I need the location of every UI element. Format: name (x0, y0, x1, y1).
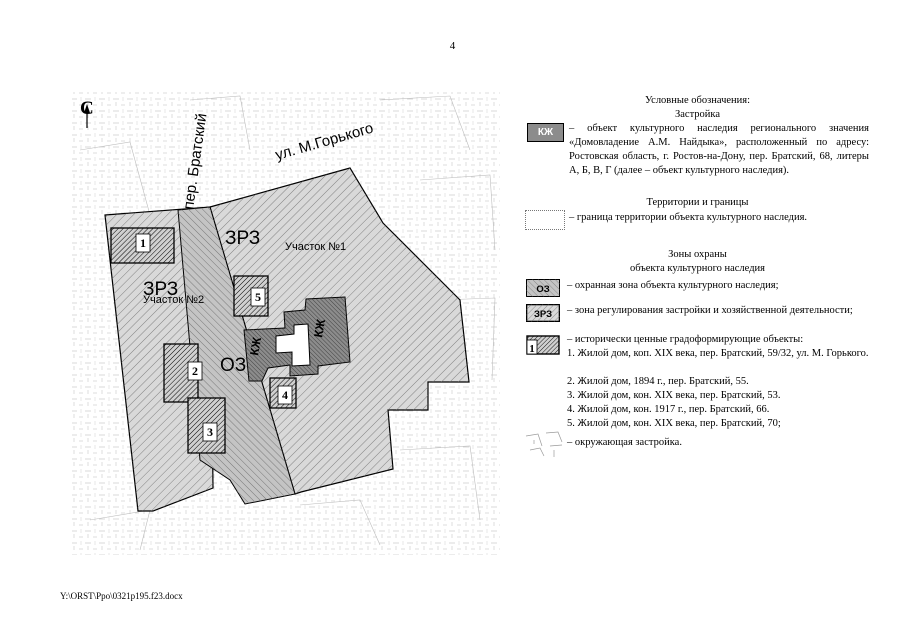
legend-object-2: 2. Жилой дом, 1894 г., пер. Братский, 55… (567, 376, 749, 387)
zrz1-label: ЗРЗ (225, 228, 260, 249)
zrz1-sublabel: Участок №1 (285, 241, 346, 253)
object-3-label: 3 (207, 425, 213, 439)
oz-label: ОЗ (220, 355, 246, 376)
legend-object-swatch: 1 (526, 335, 560, 355)
page-number: 4 (449, 40, 456, 52)
legend-section-zones-1: Зоны охраны (668, 249, 727, 260)
historic-object-numbers: 1 2 3 4 5 (135, 233, 293, 442)
legend-oz-swatch: ОЗ (526, 279, 560, 297)
legend-surrounding-desc: – окружающая застройка. (567, 437, 682, 448)
legend-zrz-desc: – зона регулирования застройки и хозяйст… (567, 305, 853, 316)
legend-boundary-desc: – граница территории объекта культурного… (569, 212, 808, 223)
north-arrow: С (80, 98, 94, 128)
zrz2-sublabel: Участок №2 (143, 294, 204, 306)
zrz2-label: ЗРЗ (143, 279, 178, 300)
object-4-label: 4 (282, 388, 288, 402)
legend-object-desc: – исторически ценные градоформирующие об… (567, 334, 804, 345)
legend-surrounding-swatch (525, 431, 563, 457)
object-1-label: 1 (140, 236, 146, 250)
legend-section-territory: Территории и границы (646, 197, 749, 208)
object-2-label: 2 (192, 364, 198, 378)
kzh-label-right: КЖ (311, 318, 328, 338)
legend-section-buildings: Застройка (674, 109, 721, 120)
footer-file-path: Y:\ORST\Ppo\0321p195.f23.docx (60, 591, 183, 601)
legend-object-5: 5. Жилой дом, кон. XIX века, пер. Братск… (567, 418, 781, 429)
legend-kzh-swatch: КЖ (527, 123, 564, 142)
legend-oz-desc: – охранная зона объекта культурного насл… (567, 280, 779, 291)
legend-oz-swatch-label: ОЗ (536, 284, 549, 295)
heritage-object-kzh (243, 296, 351, 382)
legend-title: Условные обозначения: (644, 95, 750, 106)
legend-zrz-swatch-label: ЗРЗ (534, 309, 552, 320)
legend-kzh-swatch-label: КЖ (537, 127, 554, 138)
legend-section-zones-2: объекта культурного наследия (630, 263, 765, 274)
legend-object-4: 4. Жилой дом, кон. 1917 г., пер. Братски… (567, 404, 770, 415)
legend-zrz-swatch: ЗРЗ (526, 304, 560, 322)
object-5-label: 5 (255, 290, 261, 304)
kzh-label-left: КЖ (247, 336, 264, 356)
background-buildings (79, 95, 496, 551)
legend-object-1: 1. Жилой дом, коп. XIX века, пер. Братск… (567, 348, 869, 359)
legend-object-3: 3. Жилой дом, кон. XIX века, пер. Братск… (567, 390, 781, 401)
legend-boundary-swatch (525, 210, 565, 230)
legend-kzh-desc: – объект культурного наследия региональн… (569, 123, 869, 176)
legend-object-swatch-label: 1 (529, 343, 535, 355)
